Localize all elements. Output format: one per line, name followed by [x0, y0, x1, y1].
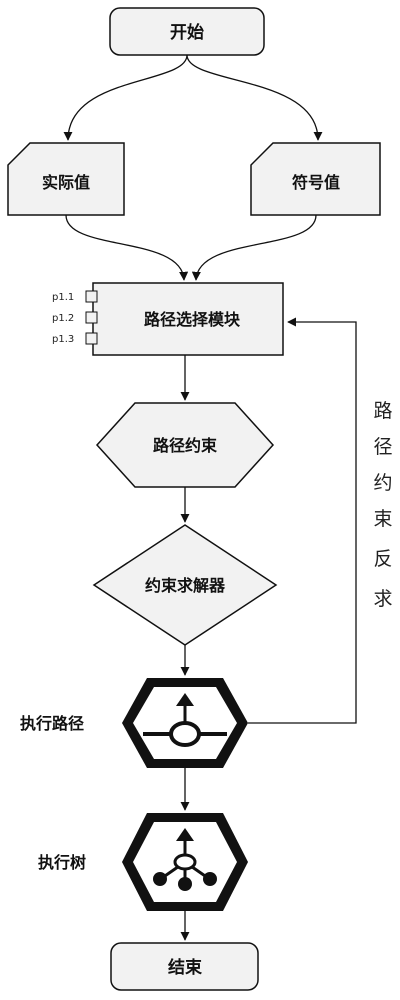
execution-tree-label: 执行树 [38, 853, 86, 872]
edge-start-symbolic [186, 54, 323, 141]
execution-tree-node: 执行树 [38, 813, 248, 911]
feedback-char-6: 求 [373, 588, 392, 610]
end-label: 结束 [168, 957, 202, 978]
constraint-solver-label: 约束求解器 [145, 576, 226, 595]
feedback-char-3: 约 [373, 472, 392, 494]
end-node: 结束 [110, 942, 259, 991]
symbolic-value-label: 符号值 [292, 173, 340, 192]
port-label-3: p1.3 [52, 334, 74, 345]
feedback-label: 路 径 约 束 反 求 [373, 400, 392, 610]
path-constraint-label: 路径约束 [153, 436, 218, 455]
edge-start-actual [63, 54, 188, 141]
constraint-solver-node: 约束求解器 [92, 524, 278, 646]
tree-node-icon [153, 828, 217, 891]
port-box-3 [85, 332, 98, 345]
execution-path-node: 执行路径 [20, 678, 248, 768]
port-box-1 [85, 290, 98, 303]
edge-actual-module [65, 214, 189, 281]
path-selection-module-label: 路径选择模块 [144, 310, 241, 329]
actual-value-node: 实际值 [7, 142, 125, 216]
feedback-char-1: 路 [373, 400, 392, 422]
port-box-2 [85, 311, 98, 324]
edge-feedback-loop [248, 317, 357, 724]
feedback-char-5: 反 [373, 548, 392, 570]
symbolic-value-node: 符号值 [250, 142, 381, 216]
feedback-char-2: 径 [373, 436, 392, 458]
path-selection-module-node: 路径选择模块 p1.1 p1.2 p1.3 [52, 282, 284, 356]
feedback-char-4: 束 [373, 508, 392, 530]
actual-value-label: 实际值 [42, 173, 90, 192]
port-label-2: p1.2 [52, 313, 74, 324]
port-label-1: p1.1 [52, 292, 74, 303]
edge-symbolic-module [191, 214, 317, 281]
start-node: 开始 [109, 7, 265, 56]
start-label: 开始 [170, 22, 204, 43]
path-node-icon [143, 693, 227, 747]
path-constraint-node: 路径约束 [95, 402, 275, 488]
execution-path-label: 执行路径 [20, 714, 84, 733]
